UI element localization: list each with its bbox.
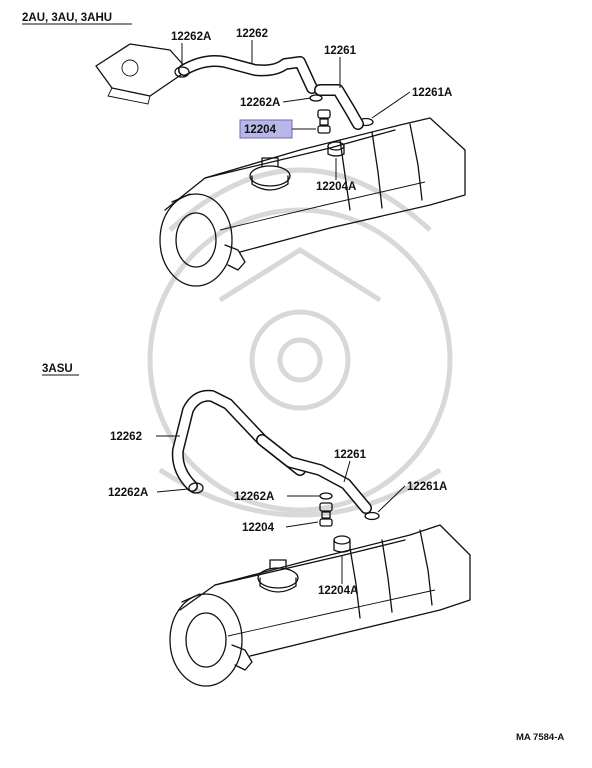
leader-line [343, 460, 351, 483]
engine-valve-cover-top [95, 43, 466, 287]
leader-line [282, 97, 312, 103]
clamp-bottom-right [319, 492, 333, 500]
clamp-top-left [174, 66, 190, 78]
label-12262-bottom: 12262 [110, 431, 142, 443]
label-12204-top: 12204 [244, 124, 277, 136]
clamp-top-right [309, 94, 323, 102]
leader-line [377, 485, 406, 513]
hose-12261-top [314, 84, 364, 130]
hose-12262-bottom [171, 389, 306, 492]
diagram-code: MA 7584-A [516, 732, 564, 743]
label-12262A-bottom-left: 12262A [108, 487, 148, 499]
leader-line [285, 521, 319, 528]
label-12262A-top-right: 12262A [240, 97, 280, 109]
label-12204A-bottom: 12204A [318, 585, 358, 597]
pcv-valve-bottom [319, 502, 333, 527]
label-12261-bottom: 12261 [334, 449, 367, 461]
pcv-valve-top [317, 109, 331, 134]
label-12261A-top: 12261A [412, 87, 452, 99]
label-12261A-bottom: 12261A [407, 481, 447, 493]
hose-12261-bottom [256, 434, 372, 514]
leader-line [371, 91, 411, 119]
label-12261-top: 12261 [324, 45, 357, 57]
engine-valve-cover-bottom [169, 511, 471, 687]
label-12204-bottom: 12204 [242, 522, 275, 534]
label-12262-top: 12262 [236, 28, 268, 40]
label-12204A-top: 12204A [316, 181, 356, 193]
section-heading-bottom: 3ASU [42, 363, 73, 375]
label-12262A-bottom-right: 12262A [234, 491, 274, 503]
label-12262A-top-left: 12262A [171, 31, 211, 43]
clamp-bottom-left [188, 482, 204, 494]
section-heading-top: 2AU, 3AU, 3AHU [22, 12, 112, 24]
leader-line [156, 488, 189, 493]
hose-12262-top [178, 55, 318, 94]
